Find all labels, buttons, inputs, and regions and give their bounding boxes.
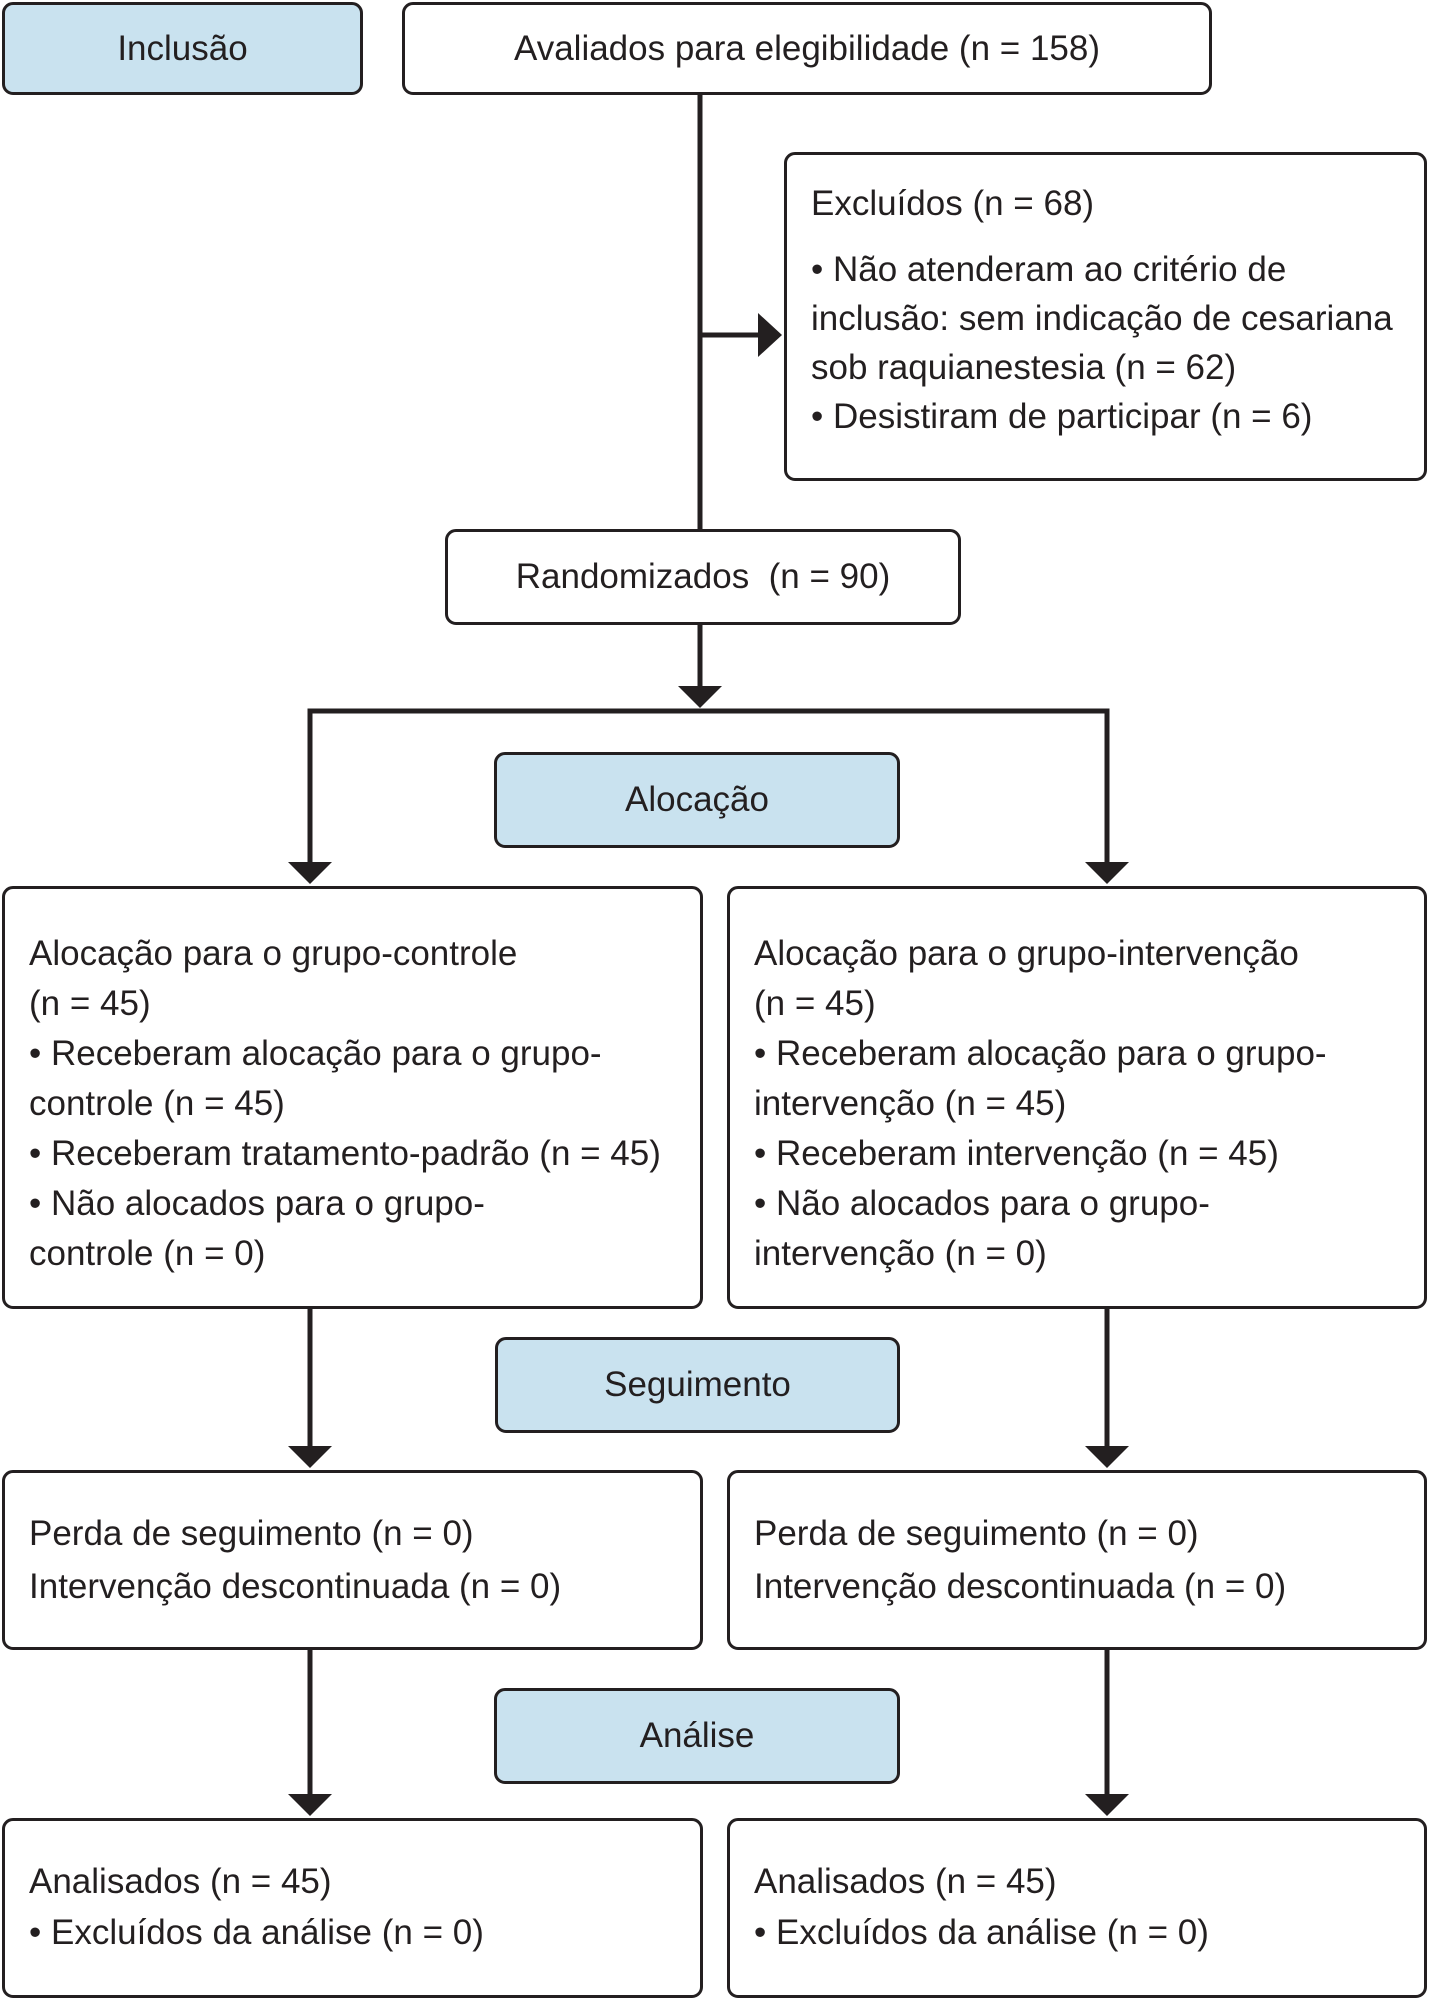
intervention-followup-line: Perda de seguimento (n = 0) — [754, 1514, 1199, 1553]
assessed-box: Avaliados para elegibilidade (n = 158) — [402, 2, 1212, 95]
stage-label-inclusion-text: Inclusão — [117, 28, 248, 68]
control-allocation-line: • Não alocados para o grupo- — [29, 1184, 485, 1223]
intervention-allocation-line: intervenção (n = 0) — [754, 1234, 1047, 1273]
excluded-reason-line: inclusão: sem indicação de cesariana — [811, 299, 1393, 338]
intervention-followup-line: Intervenção descontinuada (n = 0) — [754, 1567, 1287, 1606]
control-analysis-box: Analisados (n = 45) • Excluídos da análi… — [2, 1818, 703, 1998]
arrowhead-intervention-allocation — [1085, 862, 1129, 884]
control-analysis-line: Analisados (n = 45) — [29, 1862, 332, 1901]
excluded-reason-line: • Não atenderam ao critério de — [811, 250, 1287, 289]
stage-label-analysis-text: Análise — [639, 1716, 755, 1755]
intervention-allocation-line: (n = 45) — [754, 984, 876, 1023]
control-allocation-line: controle (n = 0) — [29, 1234, 266, 1273]
intervention-analysis-line: • Excluídos da análise (n = 0) — [754, 1913, 1209, 1952]
assessed-text: Avaliados para elegibilidade (n = 158) — [513, 28, 1100, 68]
intervention-allocation-box: Alocação para o grupo-intervenção (n = 4… — [727, 886, 1427, 1309]
control-allocation-line: • Receberam alocação para o grupo- — [29, 1034, 602, 1073]
randomized-text: Randomizados (n = 90) — [515, 557, 891, 596]
control-analysis-line: • Excluídos da análise (n = 0) — [29, 1913, 484, 1952]
arrowhead-excluded — [758, 313, 782, 357]
intervention-allocation-line: • Não alocados para o grupo- — [754, 1184, 1210, 1223]
intervention-allocation-line: intervenção (n = 45) — [754, 1084, 1067, 1123]
arrowhead-randomized-split — [678, 686, 722, 708]
control-followup-box: Perda de seguimento (n = 0) Intervenção … — [2, 1470, 703, 1650]
control-allocation-line: Alocação para o grupo-controle — [29, 934, 518, 973]
excluded-reason-line: sob raquianestesia (n = 62) — [811, 348, 1237, 387]
arrowhead-control-followup — [288, 1446, 332, 1468]
excluded-box: Excluídos (n = 68) • Não atenderam ao cr… — [784, 152, 1427, 481]
control-allocation-line: • Receberam tratamento-padrão (n = 45) — [29, 1134, 661, 1173]
arrowhead-intervention-analysis — [1085, 1794, 1129, 1816]
arrowhead-control-analysis — [288, 1794, 332, 1816]
intervention-followup-box: Perda de seguimento (n = 0) Intervenção … — [727, 1470, 1427, 1650]
stage-label-inclusion: Inclusão — [2, 2, 363, 95]
intervention-analysis-box: Analisados (n = 45) • Excluídos da análi… — [727, 1818, 1427, 1998]
control-followup-line: Perda de seguimento (n = 0) — [29, 1514, 474, 1553]
excluded-title: Excluídos (n = 68) — [811, 184, 1095, 223]
stage-label-followup-text: Seguimento — [604, 1365, 791, 1404]
arrowhead-control-allocation — [288, 862, 332, 884]
control-allocation-line: (n = 45) — [29, 984, 151, 1023]
stage-label-analysis: Análise — [494, 1688, 900, 1784]
excluded-reason-line: • Desistiram de participar (n = 6) — [811, 397, 1313, 436]
stage-label-allocation: Alocação — [494, 752, 900, 848]
randomized-box: Randomizados (n = 90) — [445, 529, 961, 625]
control-allocation-line: controle (n = 45) — [29, 1084, 285, 1123]
intervention-allocation-line: Alocação para o grupo-intervenção — [754, 934, 1299, 973]
stage-label-allocation-text: Alocação — [625, 780, 769, 819]
intervention-analysis-line: Analisados (n = 45) — [754, 1862, 1057, 1901]
intervention-allocation-line: • Receberam intervenção (n = 45) — [754, 1134, 1279, 1173]
stage-label-followup: Seguimento — [495, 1337, 900, 1433]
intervention-allocation-line: • Receberam alocação para o grupo- — [754, 1034, 1327, 1073]
control-allocation-box: Alocação para o grupo-controle (n = 45) … — [2, 886, 703, 1309]
control-followup-line: Intervenção descontinuada (n = 0) — [29, 1567, 562, 1606]
arrowhead-intervention-followup — [1085, 1446, 1129, 1468]
